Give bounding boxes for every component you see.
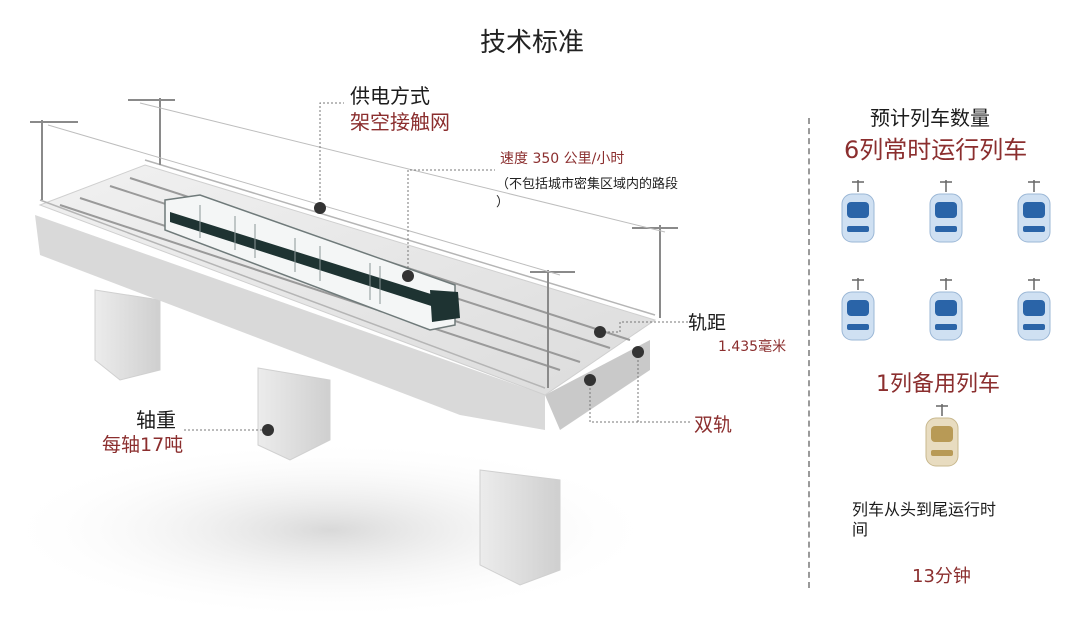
track-label: 双轨: [694, 414, 733, 436]
gauge-value: 1.435毫米: [718, 339, 787, 355]
track-marker-b: [584, 374, 596, 386]
tram-icon: [1017, 180, 1051, 243]
trip-time: 13分钟: [912, 566, 971, 587]
speed-note-line2: ）: [496, 195, 510, 210]
speed-marker: [402, 270, 414, 282]
fleet-regular: 6列常时运行列车: [844, 136, 1028, 164]
section-divider: [808, 118, 810, 588]
axle-label: 轴重: [136, 408, 176, 432]
track-marker-a: [632, 346, 644, 358]
tram-icon: [841, 278, 875, 341]
gauge-marker: [594, 326, 606, 338]
speed-value: 速度 350 公里/小时: [500, 151, 625, 167]
spare-tram-icon: [925, 404, 959, 467]
power-value: 架空接触网: [350, 110, 450, 134]
tram-icon: [841, 180, 875, 243]
gauge-label: 轨距: [688, 312, 727, 334]
tram-icon: [1017, 278, 1051, 341]
page-title: 技术标准: [480, 28, 585, 58]
axle-marker: [262, 424, 274, 436]
tram-icon: [929, 278, 963, 341]
viaduct-illustration: [0, 98, 690, 620]
fleet-heading: 预计列车数量: [870, 106, 990, 130]
tram-illustration: [164, 194, 460, 331]
trip-label-line1: 列车从头到尾运行时: [852, 500, 997, 519]
power-label: 供电方式: [350, 84, 430, 108]
power-marker: [314, 202, 326, 214]
tram-icon: [929, 180, 963, 243]
fleet-spare: 1列备用列车: [876, 372, 1000, 397]
trip-label-line2: 间: [852, 520, 869, 539]
speed-note-line1: （不包括城市密集区域内的路段: [496, 177, 679, 192]
axle-value: 每轴17吨: [102, 434, 184, 456]
